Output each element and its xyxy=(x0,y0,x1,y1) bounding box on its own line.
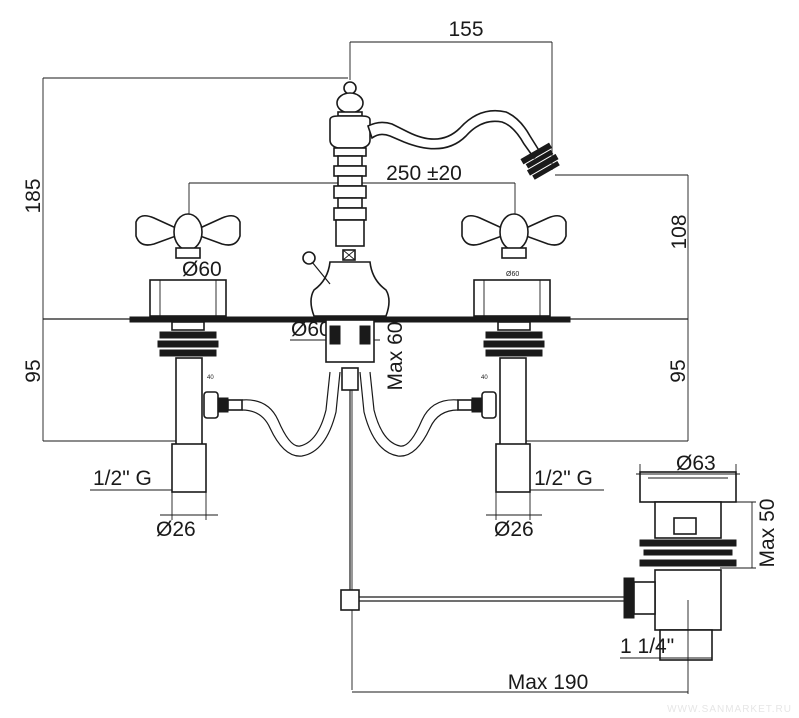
right-valve: Ø60 40 xyxy=(461,213,567,493)
spout-head xyxy=(329,115,371,149)
pop-up-lever xyxy=(311,261,331,285)
right-handle-hub xyxy=(499,213,529,251)
dim-95-right-label: 95 xyxy=(667,359,690,382)
rod-connector xyxy=(340,589,360,611)
pop-up-knob xyxy=(302,251,316,265)
right-handle-diameter: Ø60 xyxy=(506,271,519,278)
dim-185-label: 185 xyxy=(22,178,45,213)
waste-window xyxy=(673,517,697,535)
right-valve-base xyxy=(473,279,551,317)
swan-neck-spout xyxy=(367,109,542,160)
max-deck-thickness: Max 60 xyxy=(384,322,407,391)
left-valve-base xyxy=(149,279,227,317)
waste-thread-label: 1 1/4" xyxy=(620,635,674,658)
right-handle-arm xyxy=(461,214,503,246)
left-handle-diameter: Ø60 xyxy=(182,258,222,281)
rod-max-length: Max 190 xyxy=(508,671,589,694)
dim-250-label: 250 ±20 xyxy=(386,162,462,185)
watermark: WWW.SANMARKET.RU xyxy=(667,704,792,715)
right-hose xyxy=(369,371,459,447)
left-handle-arm xyxy=(135,214,177,246)
dim-108-label: 108 xyxy=(668,214,691,249)
waste-max-height: Max 50 xyxy=(756,499,779,568)
spout-stem xyxy=(335,219,365,247)
dim-95-left-label: 95 xyxy=(22,359,45,382)
left-handle-hub xyxy=(173,213,203,251)
left-small-mark: 40 xyxy=(207,375,214,381)
waste-tail xyxy=(659,629,713,661)
pop-up-rod-clamp xyxy=(341,367,359,391)
flexible-hoses xyxy=(203,319,497,457)
left-handle-arm xyxy=(199,214,241,246)
left-hose xyxy=(241,371,331,447)
left-valve: Ø60 40 xyxy=(135,213,241,493)
spout-base-diameter: Ø60 xyxy=(291,318,331,341)
dim-155-label: 155 xyxy=(448,18,483,41)
waste-top-diameter: Ø63 xyxy=(676,452,716,475)
right-pipe-diameter: Ø26 xyxy=(494,518,534,541)
pop-up-waste xyxy=(623,471,737,661)
left-thread-label: 1/2" G xyxy=(93,467,152,490)
right-small-mark: 40 xyxy=(481,375,488,381)
spout-assembly xyxy=(302,81,560,317)
waste-cap xyxy=(639,471,737,503)
right-handle-arm xyxy=(525,214,567,246)
spout-knob xyxy=(336,92,364,114)
waste-rod-nut xyxy=(623,577,635,619)
aerator xyxy=(520,142,560,180)
right-shank xyxy=(499,357,527,447)
left-shank xyxy=(175,357,203,447)
spout-base xyxy=(310,261,390,317)
left-pipe-diameter: Ø26 xyxy=(156,518,196,541)
right-thread-label: 1/2" G xyxy=(534,467,593,490)
